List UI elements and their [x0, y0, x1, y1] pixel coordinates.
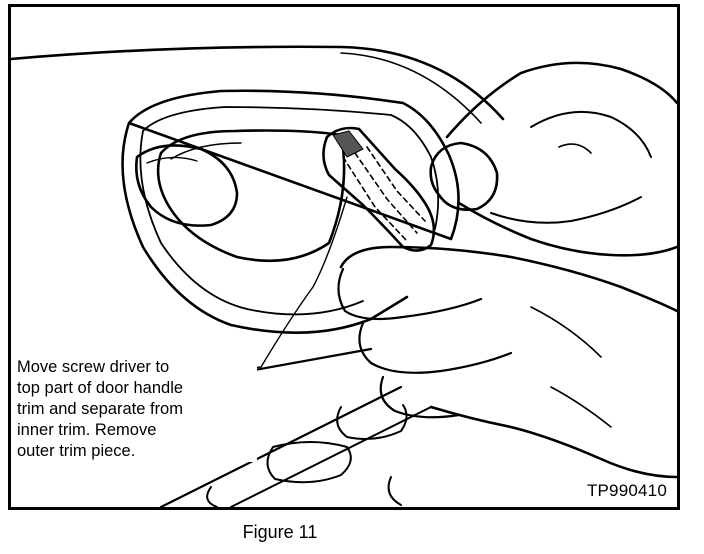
screwdriver-groove-1: [342, 156, 408, 242]
upper-hand-knuckle-2: [490, 196, 642, 224]
screwdriver-tip: [332, 130, 364, 158]
door-handle-lever: [135, 144, 239, 227]
lower-hand-finger-1: [337, 267, 483, 321]
switch-recess-4: [387, 476, 402, 506]
screwdriver-groove-3: [366, 146, 426, 222]
handle-cup-shadow: [170, 142, 242, 160]
lower-hand-finger-3: [379, 375, 461, 419]
door-panel-contour: [11, 45, 505, 121]
switch-recess-1: [266, 441, 352, 484]
callout-text: Move screw driver to top part of door ha…: [17, 357, 257, 462]
lower-hand: [339, 245, 677, 479]
door-panel-contour-inner: [340, 52, 482, 124]
upper-hand: [445, 61, 677, 257]
figure-caption: Figure 11: [242, 522, 318, 542]
screwdriver-groove-2: [354, 152, 418, 234]
upper-hand-knuckle-1: [530, 110, 652, 158]
figure-frame: Move screw driver to top part of door ha…: [8, 4, 680, 510]
door-handle-lever-inner: [146, 156, 198, 164]
inner-trim-edge-3: [230, 406, 432, 507]
outer-trim-bezel: [121, 89, 460, 334]
inner-trim-edge-2: [159, 385, 403, 507]
callout-leader-line: [242, 196, 348, 370]
door-handle-illustration: [11, 45, 677, 507]
handle-cup: [156, 129, 346, 263]
lower-hand-crease-2: [550, 386, 612, 428]
lower-hand-finger-2: [358, 321, 513, 374]
upper-hand-thumb: [429, 141, 499, 211]
switch-recess-2: [206, 486, 218, 507]
screwdriver-shaft: [322, 126, 436, 252]
figure-code: TP990410: [586, 481, 667, 500]
outer-trim-bezel-inner: [139, 106, 440, 316]
lower-hand-crease-1: [530, 306, 602, 358]
upper-hand-crease: [558, 143, 592, 154]
switch-recess-3: [336, 404, 408, 440]
